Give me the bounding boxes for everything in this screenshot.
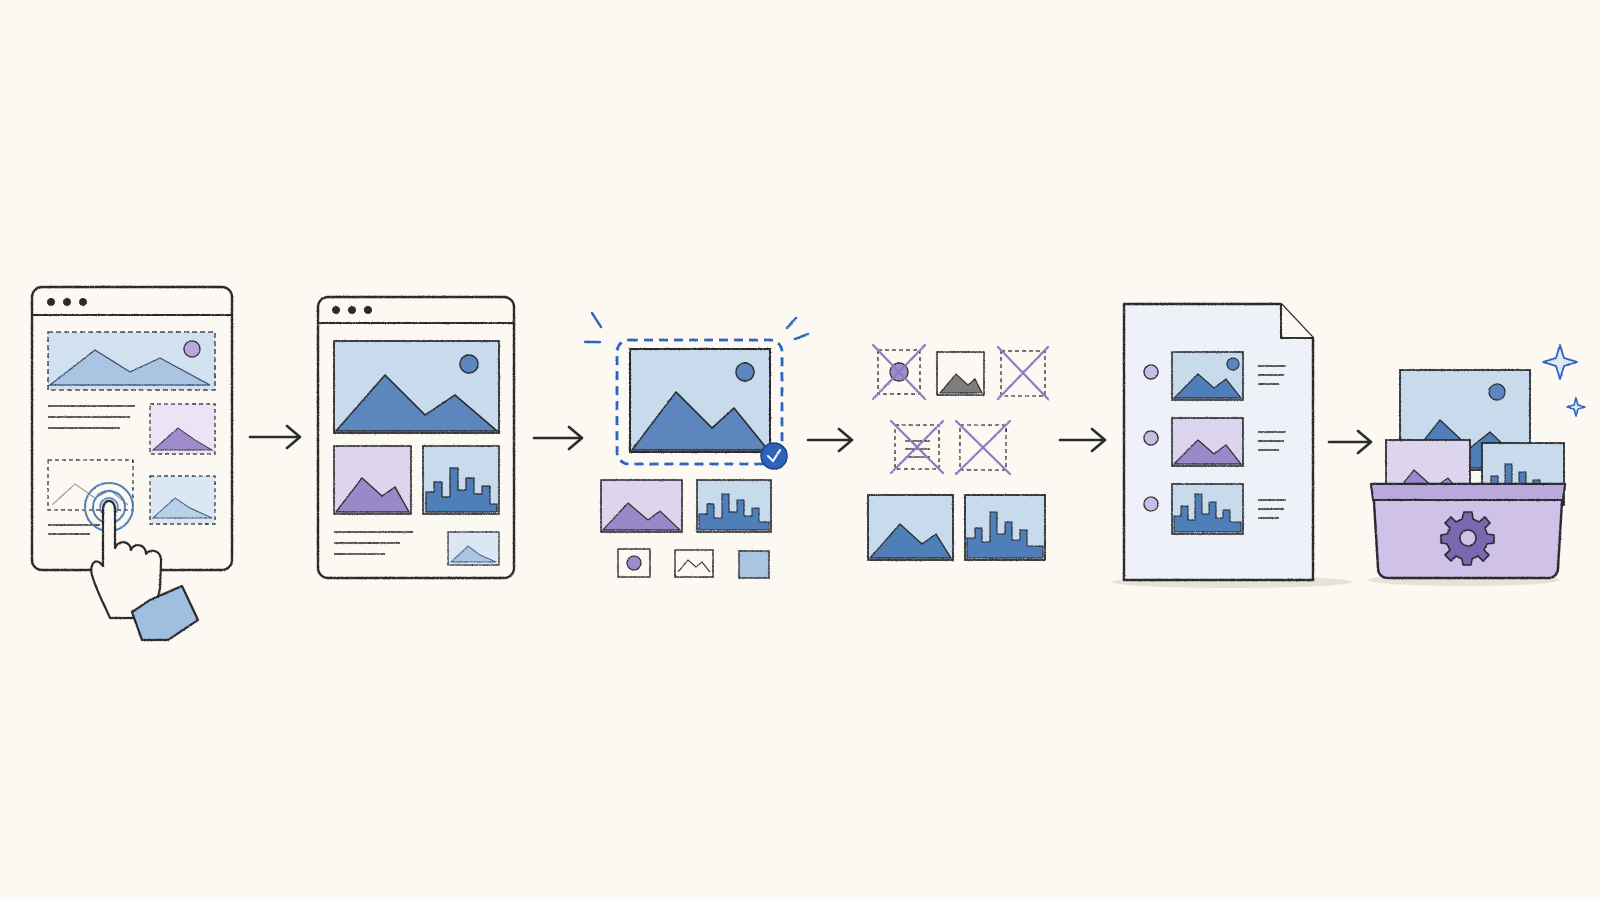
arrow-right-icon <box>532 425 584 451</box>
check-icon <box>767 449 781 463</box>
mountain-icon <box>630 390 770 451</box>
step-load <box>316 295 516 580</box>
selected-check-badge-icon <box>760 442 788 470</box>
step-browse <box>30 285 234 642</box>
sun-icon <box>183 340 201 358</box>
arrow-right-icon <box>806 427 854 453</box>
basket-rim <box>1370 483 1566 501</box>
highlight-sparkle-icon <box>583 311 810 344</box>
city-skyline-icon <box>1173 493 1242 533</box>
mountain-icon <box>151 427 214 451</box>
step-organize <box>1112 302 1352 588</box>
reject-x-icon <box>889 419 945 475</box>
circle-image-icon <box>626 555 642 571</box>
mountain-icon <box>151 497 213 519</box>
step-collect <box>1368 344 1586 586</box>
window-dot-icon <box>79 298 87 306</box>
sun-icon <box>1488 383 1506 401</box>
mountain-icon <box>449 545 497 563</box>
bullet-icon <box>1143 430 1159 446</box>
window-dot-icon <box>63 298 71 306</box>
reject-x-icon <box>871 343 927 401</box>
sparkle-icon <box>1566 397 1586 417</box>
document-fold-icon <box>1280 304 1313 339</box>
arrow-right-icon <box>1058 427 1107 453</box>
gear-icon <box>1440 511 1495 566</box>
mountain-icon <box>1172 439 1243 465</box>
image-thumbnail-small <box>617 548 651 578</box>
mountain-icon <box>48 349 211 386</box>
selection-frame <box>615 338 784 466</box>
pointing-hand-icon <box>90 499 200 642</box>
window-dot-icon <box>332 306 340 314</box>
arrow-right-icon <box>1327 429 1373 455</box>
step-filter <box>867 343 1050 561</box>
mountain-icon <box>938 373 983 394</box>
mountain-icon <box>334 477 411 513</box>
mountain-icon <box>334 373 500 432</box>
city-skyline-icon <box>425 467 498 513</box>
mountain-icon <box>601 502 682 531</box>
city-skyline-icon <box>698 493 770 531</box>
sparkle-icon <box>1542 344 1578 380</box>
sleeve-cuff <box>130 584 200 642</box>
window-dot-icon <box>47 298 55 306</box>
step-select <box>583 311 810 579</box>
sun-icon <box>1226 357 1240 371</box>
image-thumbnail-small <box>674 549 714 578</box>
bullet-icon <box>1143 364 1159 380</box>
mountain-icon <box>1172 373 1243 399</box>
reject-x-icon <box>996 345 1050 401</box>
window-dot-icon <box>348 306 356 314</box>
arrow-right-icon <box>248 424 302 450</box>
mountain-icon <box>868 523 953 559</box>
reject-x-icon <box>954 419 1012 476</box>
image-thumbnail-small <box>738 550 770 579</box>
bullet-icon <box>1143 496 1159 512</box>
sun-icon <box>459 354 479 374</box>
window-dot-icon <box>364 306 372 314</box>
city-skyline-icon <box>966 511 1044 559</box>
mountain-outline-icon <box>677 559 711 573</box>
sun-icon <box>735 362 755 382</box>
